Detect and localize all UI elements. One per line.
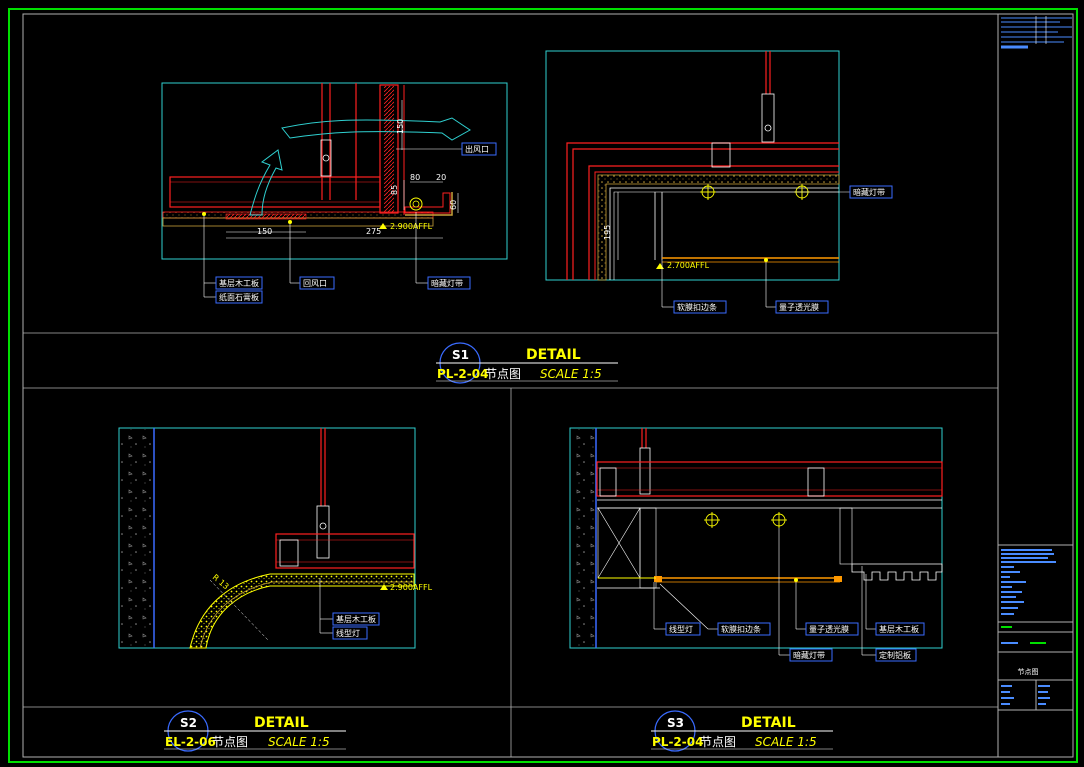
label-return-air: 回风口 [303, 279, 327, 288]
label-plasterboard-s3: 基层木工板 [879, 624, 919, 634]
downlight-icon [704, 512, 787, 528]
title-s1-scale: SCALE 1:5 [540, 367, 602, 381]
label-plasterboard-s2: 基层木工板 [336, 614, 376, 624]
dim-195: 195 [603, 225, 612, 240]
title-block-bottom: 节点图 [998, 544, 1073, 711]
level-s2: 2.900AFFL [390, 583, 433, 592]
detail-s3: 线型灯 软膜扣边条 量子透光膜 基层木工板 暗藏灯带 定制铝板 [569, 427, 943, 662]
sheet-name: 节点图 [1018, 668, 1039, 676]
title-s1-number: S1 [452, 348, 469, 362]
label-led-strip-s1-right: 暗藏灯带 [853, 187, 885, 197]
drawing-frame [8, 8, 1078, 763]
label-outlet: 出风口 [465, 144, 489, 154]
label-film-edge-s1: 软膜扣边条 [677, 302, 717, 312]
label-lamp-s2: 线型灯 [336, 628, 360, 638]
label-translucent-s1: 量子透光膜 [779, 302, 819, 312]
level-marker-icon [656, 263, 664, 269]
title-block-top [1001, 16, 1072, 49]
label-led-strip-s3: 暗藏灯带 [793, 650, 825, 660]
title-s3-node: 节点图 [700, 735, 736, 749]
title-s2: S2 DETAIL EL-2-06 节点图 SCALE 1:5 [164, 710, 346, 752]
label-gypsum-s1: 纸面石膏板 [219, 292, 259, 302]
dim-150-horizontal: 150 [257, 227, 272, 236]
dim-150-vertical: 150 [396, 119, 405, 134]
dim-275: 275 [366, 227, 381, 236]
title-s1-ref: PL-2-04 [437, 367, 488, 381]
title-s2-scale: SCALE 1:5 [268, 735, 330, 749]
label-lamp-s3: 线型灯 [669, 624, 693, 634]
dim-80: 80 [410, 173, 420, 182]
title-s2-number: S2 [180, 716, 197, 730]
detail-s1-right: 195 2.700AFFL 暗藏灯带 软膜扣边条 量子透光膜 [545, 50, 893, 314]
title-s2-ref: EL-2-06 [165, 735, 216, 749]
title-s1-node: 节点图 [485, 367, 521, 381]
title-s1: S1 DETAIL PL-2-04 节点图 SCALE 1:5 [436, 342, 618, 384]
title-block: 节点图 [998, 16, 1073, 711]
label-plasterboard-s1: 基层木工板 [219, 278, 259, 288]
label-film-edge-s3: 软膜扣边条 [721, 624, 761, 634]
detail-s1-left: 150 85 80 20 60 150 275 2.900AFFL 基层木工板 … [161, 82, 508, 304]
level-marker-icon [379, 223, 387, 229]
title-s2-node: 节点图 [212, 735, 248, 749]
title-s3-number: S3 [667, 716, 684, 730]
label-translucent-s3: 量子透光膜 [809, 624, 849, 634]
label-led-strip-s1-left: 暗藏灯带 [431, 278, 463, 288]
dim-85: 85 [390, 185, 399, 195]
title-s2-detail: DETAIL [254, 715, 309, 731]
level-s1-left: 2.900AFFL [390, 222, 433, 231]
title-s3-ref: PL-2-04 [652, 735, 703, 749]
label-alu-panel: 定制铝板 [879, 650, 911, 660]
level-marker-icon [380, 584, 388, 590]
detail-s2: R 13 2.900AFFL 基层木工板 线型灯 [118, 427, 433, 649]
title-s3: S3 DETAIL PL-2-04 节点图 SCALE 1:5 [651, 710, 833, 752]
title-s1-detail: DETAIL [526, 347, 581, 363]
radius-label: R 13 [211, 573, 231, 592]
title-s3-detail: DETAIL [741, 715, 796, 731]
dim-20: 20 [436, 173, 446, 182]
level-s1-right: 2.700AFFL [667, 261, 710, 270]
dim-60: 60 [449, 200, 458, 210]
title-s3-scale: SCALE 1:5 [755, 735, 817, 749]
